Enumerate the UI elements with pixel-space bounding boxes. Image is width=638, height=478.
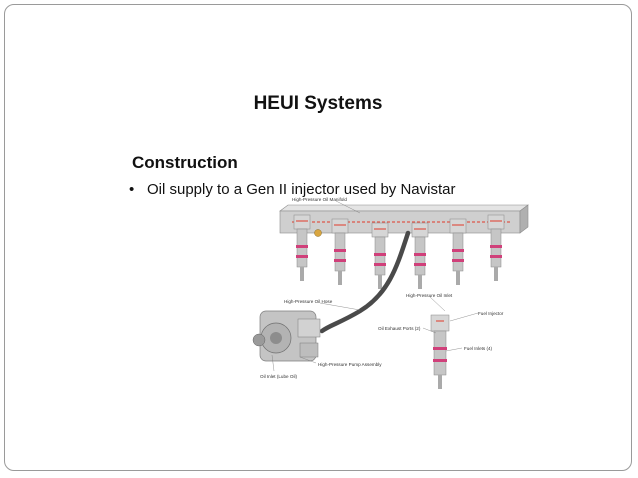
heui-diagram: High-Pressure Oil Manifold High-Pressure… <box>252 197 529 389</box>
label-oil-inlet-hp: High-Pressure Oil Inlet <box>406 293 453 298</box>
pump-assembly <box>252 310 321 362</box>
slide: HEUI Systems Construction • Oil supply to… <box>4 4 632 471</box>
bullet-item: • Oil supply to a Gen II injector used by… <box>129 181 455 198</box>
hose-fitting <box>314 229 322 237</box>
label-pump: High-Pressure Pump Assembly <box>318 362 382 367</box>
label-manifold: High-Pressure Oil Manifold <box>292 197 347 202</box>
label-hose: High-Pressure Oil Hose <box>284 299 333 304</box>
label-fuel-inlets: Fuel Inlets (4) <box>464 346 493 351</box>
leader-lines <box>271 200 479 372</box>
bullet-marker: • <box>129 181 135 198</box>
fuel-injector <box>430 314 450 389</box>
slide-title: HEUI Systems <box>253 93 383 114</box>
label-exhaust-ports: Oil Exhaust Ports (2) <box>378 326 421 331</box>
label-oil-inlet-lube: Oil Inlet (Lube Oil) <box>260 374 297 379</box>
section-heading: Construction <box>132 153 238 172</box>
label-fuel-injector: Fuel Injector <box>478 311 504 316</box>
oil-hose <box>319 230 411 334</box>
bullet-text: Oil supply to a Gen II injector used by … <box>147 181 456 198</box>
rail-injectors <box>293 214 505 289</box>
